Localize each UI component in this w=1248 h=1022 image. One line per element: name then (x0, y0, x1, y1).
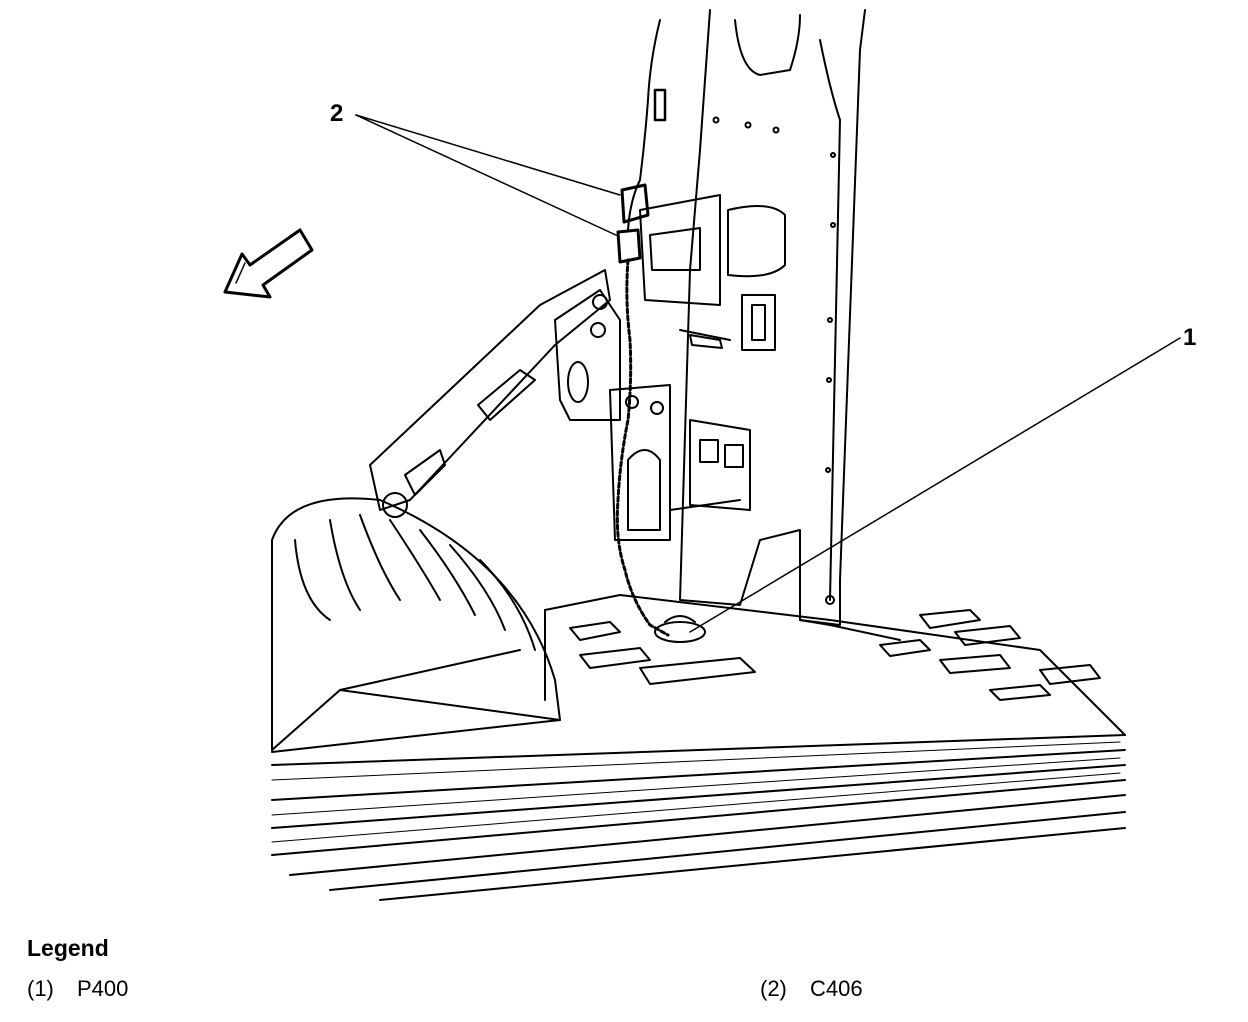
callout-leaders (355, 114, 1181, 633)
legend-item-number: (1) (27, 976, 54, 1001)
mounting-brackets (609, 194, 751, 541)
p400-grommet (654, 615, 706, 643)
callout-1: 1 (1183, 324, 1196, 351)
callout-2: 2 (330, 100, 343, 127)
floor-panel (271, 594, 1126, 901)
legend-item-name: P400 (77, 976, 129, 1001)
legend-item-p400: (1) P400 (27, 976, 128, 1002)
legend-item-c406: (2) C406 (760, 976, 863, 1002)
c406-connector (616, 183, 650, 264)
legend: Legend (1) P400 (2) C406 (27, 935, 1227, 1006)
wiring-harness-illustration: 2 1 (223, 9, 1196, 901)
legend-item-number: (2) (760, 976, 787, 1001)
legend-title: Legend (27, 935, 109, 961)
legend-item-name: C406 (810, 976, 863, 1001)
brace-bar (369, 269, 621, 518)
wheel-housing (271, 497, 561, 753)
body-pillar (679, 9, 901, 641)
wiring-harness (615, 19, 670, 637)
legend-row: (1) P400 (2) C406 (27, 976, 1227, 1006)
front-direction-arrow-icon (223, 228, 314, 299)
